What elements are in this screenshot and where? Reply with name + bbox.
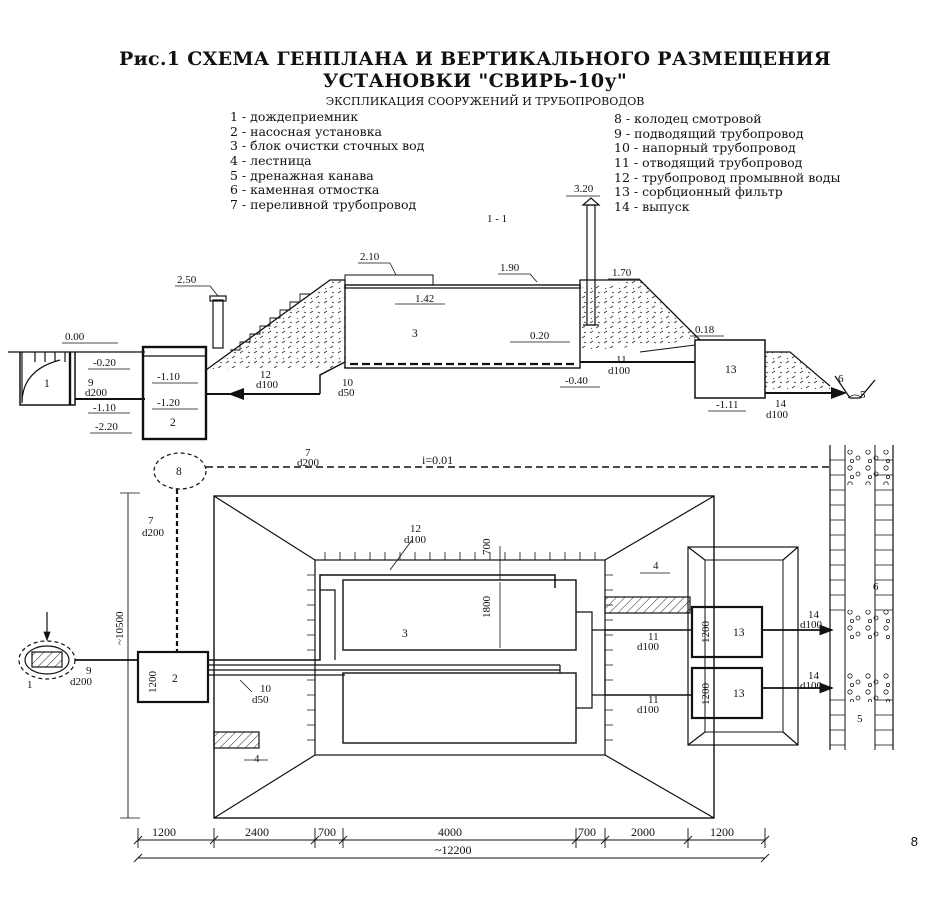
pipe-12-plan-diameter: d100 bbox=[404, 534, 427, 546]
pipe-11-plan-bottom-label: 11 bbox=[648, 694, 659, 706]
slope-label: i=0.01 bbox=[422, 453, 453, 467]
pipe-10-plan-label: 10 bbox=[260, 683, 272, 695]
elev-2-50: 2.50 bbox=[177, 274, 197, 286]
pipe-10-diameter: d50 bbox=[338, 387, 355, 399]
legend-item: 8 - колодец смотровой bbox=[614, 111, 762, 126]
filter-13-label: 13 bbox=[725, 364, 737, 376]
elev-m0-40: -0.40 bbox=[565, 375, 588, 387]
stairs-left-label: 4 bbox=[254, 753, 260, 765]
legend-item: 9 - подводящий трубопровод bbox=[614, 125, 804, 141]
dim-bottom-3: 700 bbox=[318, 825, 336, 839]
pipe-14-plan-top-diameter: d100 bbox=[800, 619, 823, 631]
dim-bottom-5: 700 bbox=[578, 825, 596, 839]
block-3-plan-label: 3 bbox=[402, 628, 408, 640]
pipe-12-diameter: d100 bbox=[256, 379, 279, 391]
pipe-12-label: 12 bbox=[260, 369, 271, 381]
legend-item: 13 - сорбционный фильтр bbox=[614, 184, 783, 200]
inlet-plan-label: 1 bbox=[27, 679, 33, 691]
pipe-14-label: 14 bbox=[775, 398, 787, 410]
pipe-12-plan-label: 12 bbox=[410, 523, 421, 535]
pump-plan-label: 2 bbox=[172, 673, 178, 685]
legend-item: 7 - переливной трубопровод bbox=[230, 197, 417, 213]
filter-13-plan-top-label: 13 bbox=[733, 627, 745, 639]
explication-subtitle: ЭКСПЛИКАЦИЯ СООРУЖЕНИЙ И ТРУБОПРОВОДОВ bbox=[325, 95, 645, 108]
legend-item: 4 - лестница bbox=[230, 153, 312, 169]
pump-station-label: 2 bbox=[170, 417, 176, 429]
ditch-plan-label: 5 bbox=[857, 713, 863, 725]
pipe-11-plan-top-label: 11 bbox=[648, 631, 659, 643]
filter-13-plan-bottom-label: 13 bbox=[733, 688, 745, 700]
pipe-9-plan-diameter: d200 bbox=[70, 676, 93, 688]
ditch-label: 5 bbox=[860, 389, 866, 401]
elev-2-10: 2.10 bbox=[360, 251, 380, 263]
elev-m1-10: -1.10 bbox=[157, 371, 180, 383]
legend-item: 5 - дренажная канава bbox=[230, 167, 374, 183]
pipe-10-label: 10 bbox=[342, 377, 354, 389]
legend-item: 12 - трубопровод промывной воды bbox=[614, 169, 841, 185]
pipe-7-left-label: 7 bbox=[148, 515, 154, 527]
page-number: 8 bbox=[910, 834, 918, 849]
dim-700: 700 bbox=[481, 538, 493, 555]
pipe-14-plan-top-label: 14 bbox=[808, 609, 820, 621]
section-view: 1 - 1 1 9 d200 0.00 -0.20 -1.10 -2.20 2 … bbox=[8, 183, 876, 441]
stones-label: 6 bbox=[838, 373, 844, 385]
plan-view: 8 7 d200 i=0.01 7 d200 4 4 3 1800 700 bbox=[18, 445, 894, 863]
pipe-11-plan-bottom-diameter: d100 bbox=[637, 704, 660, 716]
legend-item: 11 - отводящий трубопровод bbox=[614, 155, 803, 171]
elev-0-00: 0.00 bbox=[65, 331, 85, 343]
pipe-9-plan-label: 9 bbox=[86, 665, 92, 677]
pipe-7-top-label: 7 bbox=[305, 447, 311, 459]
elev-m0-20: -0.20 bbox=[93, 357, 116, 369]
pipe-14-plan-bottom-label: 14 bbox=[808, 670, 820, 682]
elev-m2-20: -2.20 bbox=[95, 421, 118, 433]
title-line-1: Рис.1 СХЕМА ГЕНПЛАНА И ВЕРТИКАЛЬНОГО РАЗ… bbox=[119, 48, 831, 70]
pipe-7-top-diameter: d200 bbox=[297, 457, 320, 469]
dim-1800: 1800 bbox=[481, 596, 493, 619]
dim-1200-filter-top: 1200 bbox=[700, 621, 712, 644]
elev-m1-10-left: -1.10 bbox=[93, 402, 116, 414]
pipe-9-label: 9 bbox=[88, 377, 94, 389]
dim-1200-filter-bottom: 1200 bbox=[700, 683, 712, 706]
pipe-14-diameter: d100 bbox=[766, 409, 789, 421]
legend-item: 6 - каменная отмостка bbox=[230, 182, 380, 198]
elev-1-42: 1.42 bbox=[415, 293, 434, 305]
dim-bottom-6: 2000 bbox=[631, 825, 655, 839]
title-line-2: УСТАНОВКИ "СВИРЬ-10у" bbox=[322, 70, 628, 92]
dim-bottom-1: 1200 bbox=[152, 825, 176, 839]
dim-total: ~12200 bbox=[435, 843, 472, 857]
pipe-9-diameter: d200 bbox=[85, 387, 108, 399]
legend-item: 1 - дождеприемник bbox=[230, 109, 359, 124]
elev-3-20: 3.20 bbox=[574, 183, 594, 195]
dim-1200-pump: 1200 bbox=[147, 671, 159, 694]
section-label: 1 - 1 bbox=[487, 213, 507, 225]
legend-right: 8 - колодец смотровой 9 - подводящий тру… bbox=[614, 111, 841, 215]
pipe-11-plan-top-diameter: d100 bbox=[637, 641, 660, 653]
legend-item: 2 - насосная установка bbox=[230, 123, 382, 139]
inlet-label: 1 bbox=[44, 378, 50, 390]
dim-bottom-2: 2400 bbox=[245, 825, 269, 839]
pipe-11-label: 11 bbox=[616, 354, 627, 366]
pipe-7-left-diameter: d200 bbox=[142, 527, 165, 539]
pipe-14-plan-bottom-diameter: d100 bbox=[800, 680, 823, 692]
stones-plan-label: 6 bbox=[873, 581, 879, 593]
legend-item: 3 - блок очистки сточных вод bbox=[230, 138, 425, 154]
pipe-11-diameter: d100 bbox=[608, 365, 631, 377]
elev-0-18: 0.18 bbox=[695, 324, 715, 336]
block-3-label: 3 bbox=[412, 328, 418, 340]
legend-left: 1 - дождеприемник 2 - насосная установка… bbox=[230, 109, 425, 213]
elev-1-70: 1.70 bbox=[612, 267, 632, 279]
legend-item: 14 - выпуск bbox=[614, 199, 690, 215]
elev-m1-20: -1.20 bbox=[157, 397, 180, 409]
legend-item: 10 - напорный трубопровод bbox=[614, 140, 796, 156]
elev-1-90: 1.90 bbox=[500, 262, 520, 274]
pipe-10-plan-diameter: d50 bbox=[252, 694, 269, 706]
elev-m1-11: -1.11 bbox=[716, 399, 739, 411]
dim-bottom-7: 1200 bbox=[710, 825, 734, 839]
well-8-label: 8 bbox=[176, 466, 182, 478]
elev-0-20: 0.20 bbox=[530, 330, 550, 342]
dim-bottom-4: 4000 bbox=[438, 825, 462, 839]
stairs-right-label: 4 bbox=[653, 560, 659, 572]
dim-10500: ~10500 bbox=[114, 611, 126, 645]
